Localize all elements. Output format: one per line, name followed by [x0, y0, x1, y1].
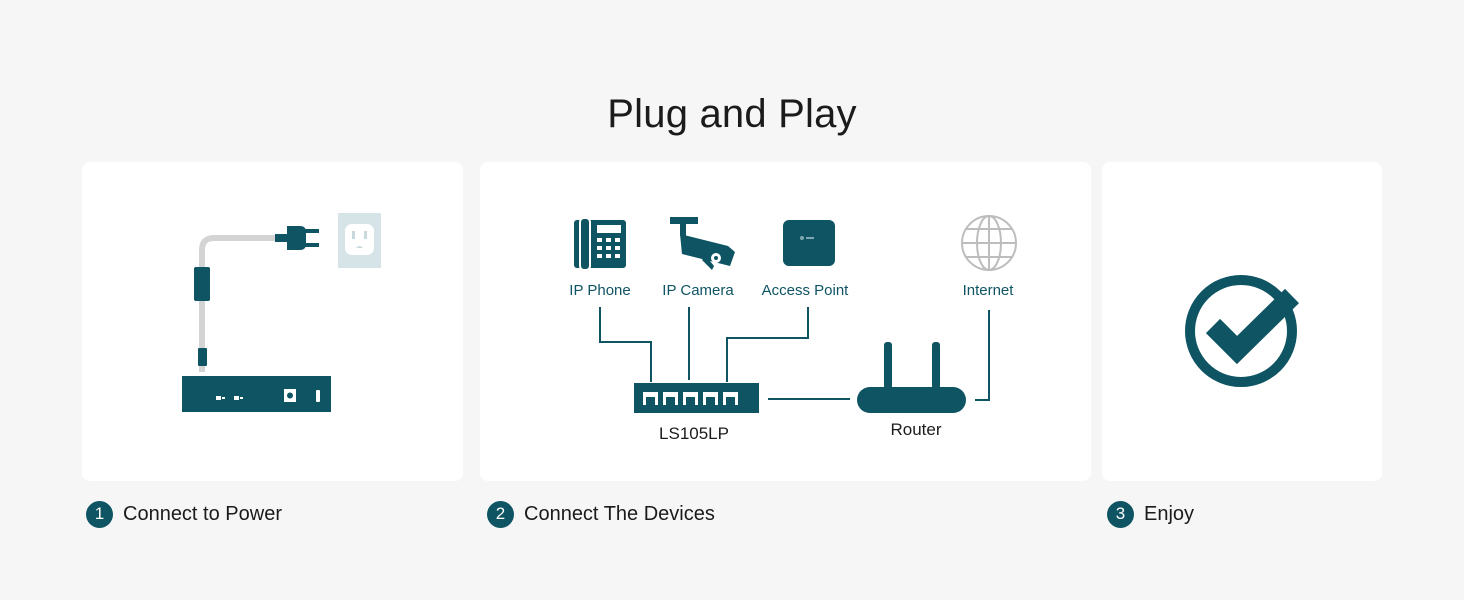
step-1: 1 Connect to Power: [86, 500, 282, 528]
enjoy-card: [1102, 162, 1382, 481]
step-label: Enjoy: [1144, 502, 1195, 525]
power-card: [82, 162, 463, 481]
connection-lines: [599, 307, 990, 401]
globe-icon: [961, 215, 1017, 271]
dc-connector-icon: [198, 348, 207, 366]
step-label: Connect The Devices: [524, 502, 715, 525]
step-2: 2 Connect The Devices: [487, 500, 715, 528]
switch-ls105lp-icon: [634, 383, 759, 413]
step-number-badge: 3: [1107, 500, 1134, 528]
router-label: Router: [890, 420, 942, 439]
ip-phone-label: IP Phone: [569, 282, 631, 299]
step-3: 3 Enjoy: [1107, 500, 1194, 528]
page-title: Plug and Play: [607, 92, 857, 136]
access-point-label: Access Point: [761, 282, 849, 299]
switch-label: LS105LP: [659, 424, 729, 443]
step-number-badge: 2: [487, 500, 514, 528]
network-diagram: [574, 215, 1017, 413]
power-plug-icon: [275, 226, 319, 250]
switch-rear-panel-icon: [182, 376, 331, 412]
router-icon: [857, 342, 966, 413]
power-cable: [199, 235, 281, 351]
power-illustration: [182, 213, 381, 412]
internet-label: Internet: [962, 282, 1014, 299]
step-label: Connect to Power: [123, 502, 282, 525]
ip-phone-icon: [574, 217, 626, 271]
checkmark-circle-icon: [1185, 275, 1300, 387]
adapter-brick-icon: [194, 267, 210, 301]
ip-camera-icon: [670, 217, 735, 270]
wall-outlet-icon: [338, 213, 381, 268]
ip-camera-label: IP Camera: [662, 282, 734, 299]
step-number-badge: 1: [86, 500, 113, 528]
access-point-icon: [783, 220, 835, 266]
devices-card: IP Phone IP Camera Access Point Internet…: [480, 162, 1091, 481]
